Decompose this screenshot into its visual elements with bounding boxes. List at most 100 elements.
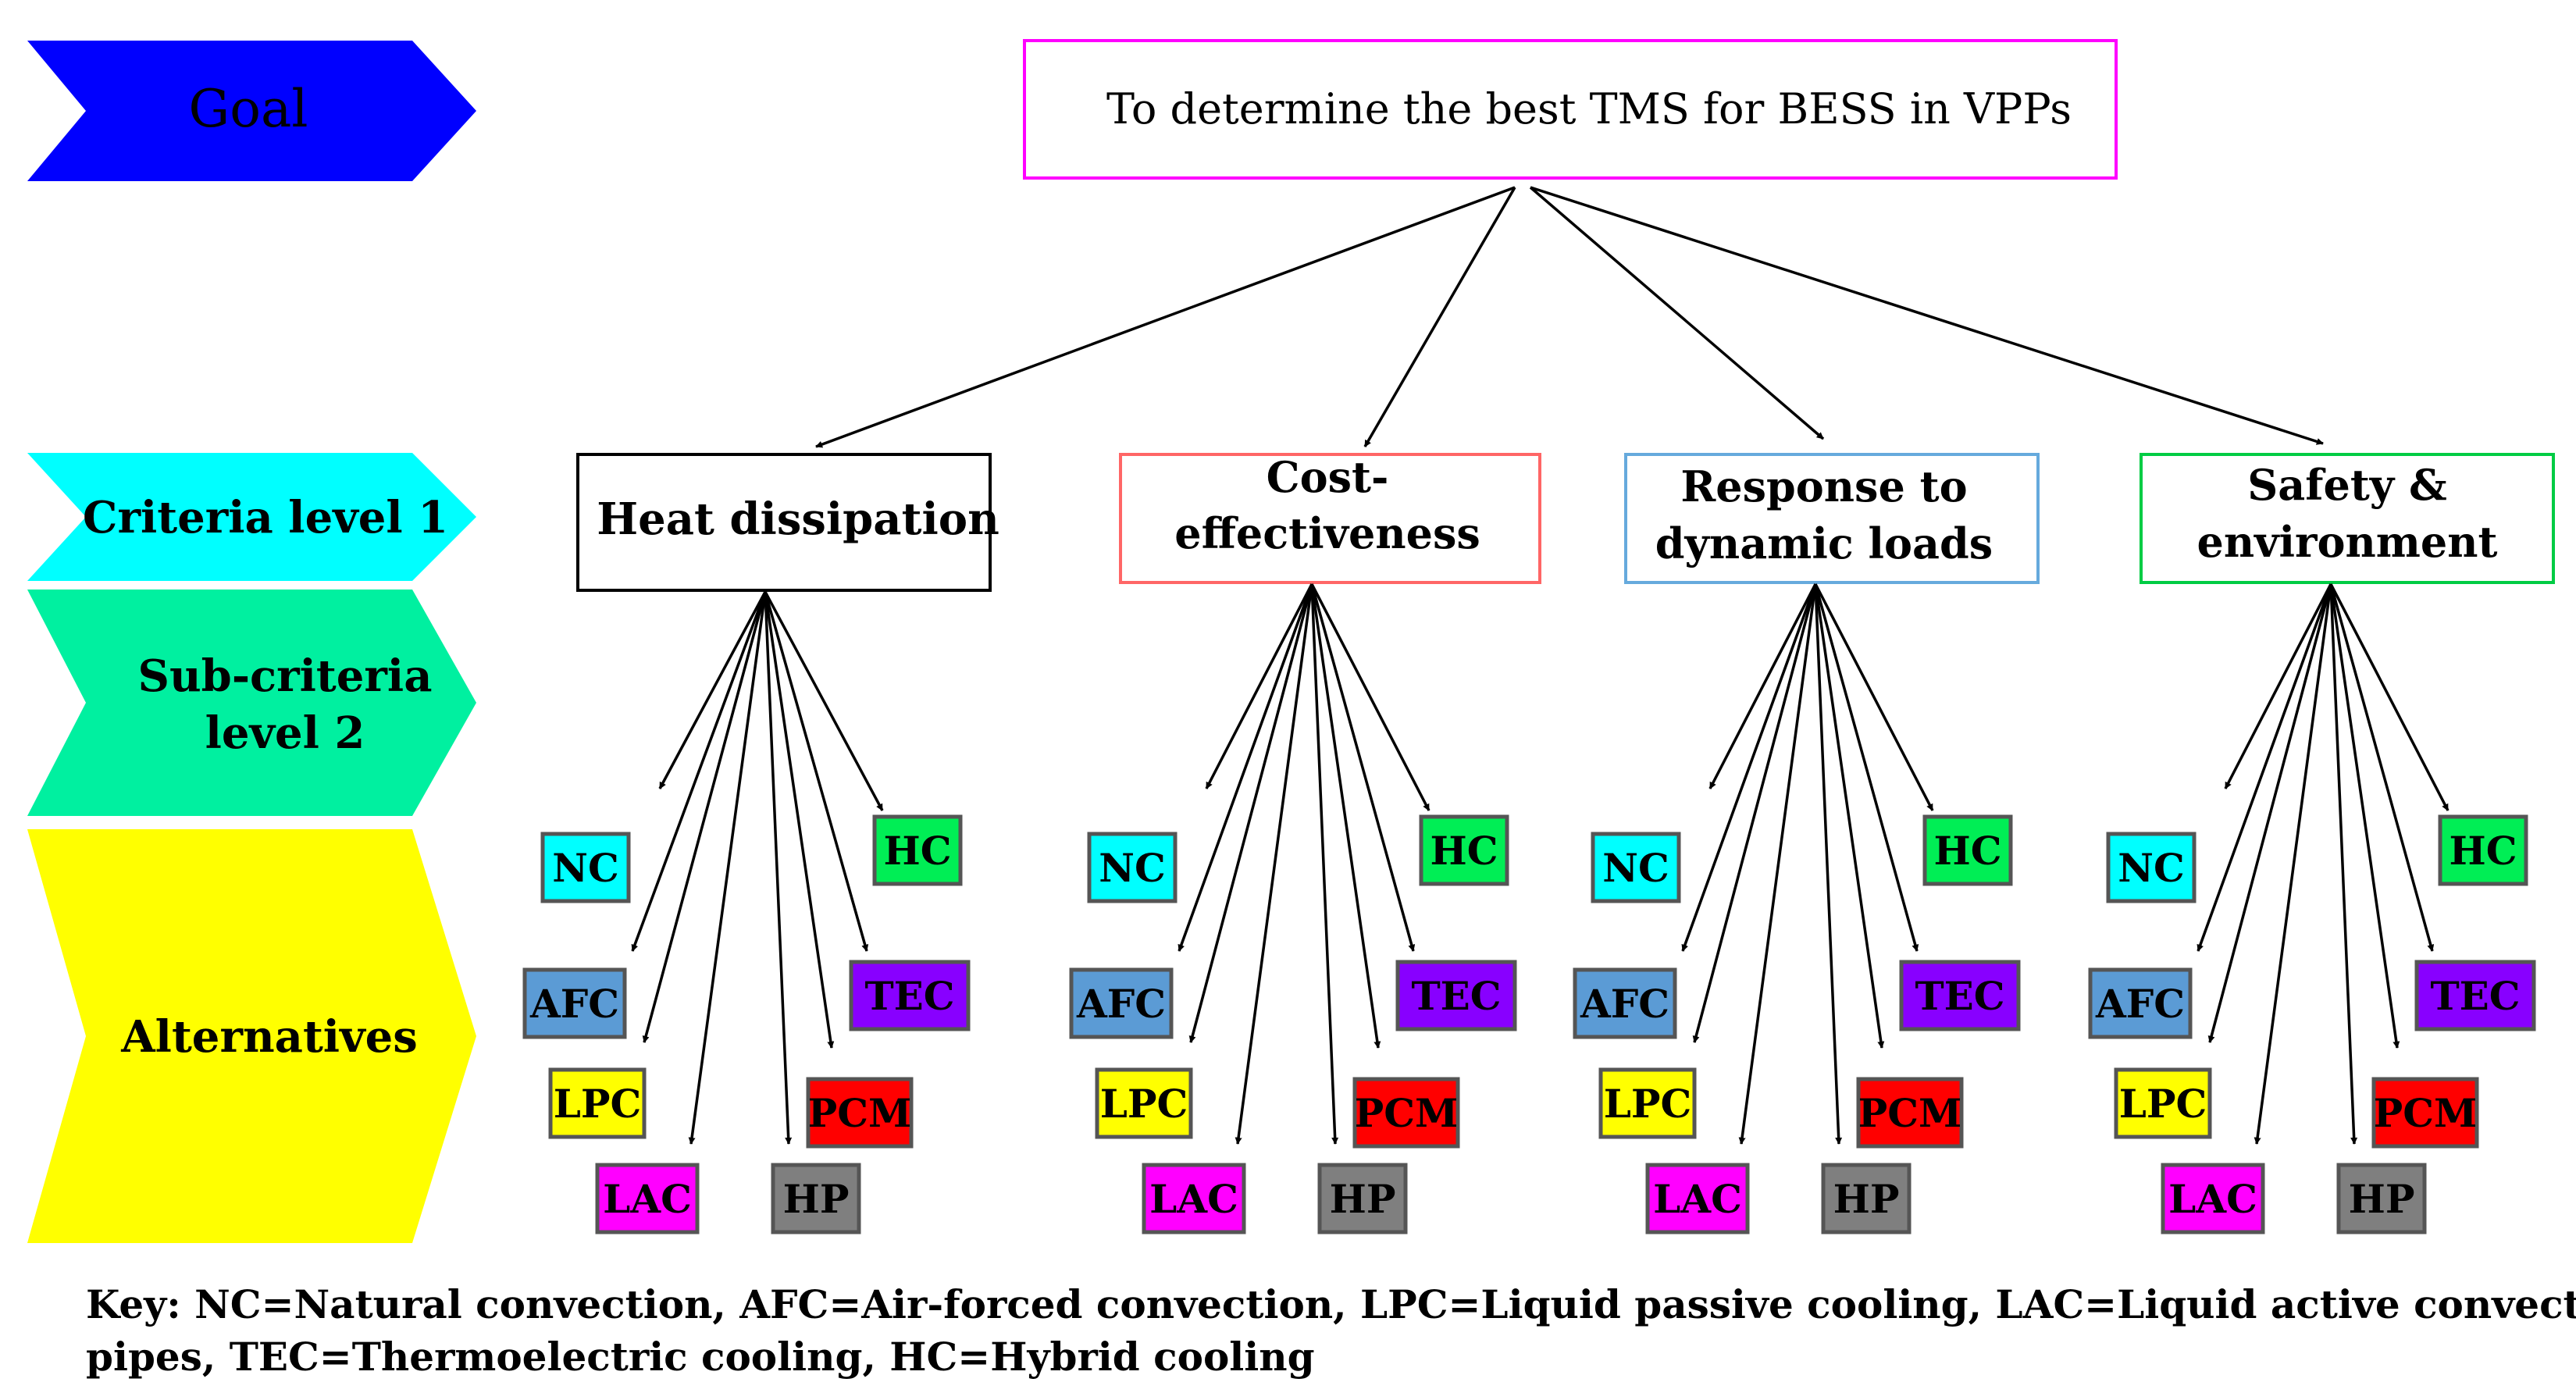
arrow-cost-hc bbox=[1310, 583, 1431, 811]
alt-box-cost-tec bbox=[1395, 960, 1517, 1031]
arrow-safety-lac bbox=[2254, 583, 2332, 1145]
level-goal: Goal bbox=[27, 41, 476, 181]
arrow-heat-afc bbox=[631, 591, 767, 952]
alt-box-response-lpc bbox=[1598, 1067, 1697, 1139]
alt-label-heat-nc: NC bbox=[552, 845, 619, 891]
criteria-label: Criteria level 1 bbox=[83, 492, 448, 543]
arrow-safety-lpc bbox=[2207, 583, 2332, 1043]
arrow-safety-afc bbox=[2197, 583, 2332, 952]
alt-label-safety-hp: HP bbox=[2349, 1176, 2415, 1222]
arrow-response-lac bbox=[1738, 583, 1817, 1145]
subcriteria-label-line2: level 2 bbox=[205, 707, 365, 759]
alt-box-cost-afc bbox=[1069, 967, 1174, 1039]
arrow-heat-lac bbox=[688, 591, 767, 1145]
alt-box-safety-pcm bbox=[2371, 1077, 2479, 1149]
alt-box-response-pcm bbox=[1856, 1077, 1964, 1149]
alt-label-safety-lac: LAC bbox=[2168, 1176, 2257, 1222]
alt-box-heat-pcm bbox=[806, 1077, 914, 1149]
alt-box-safety-nc bbox=[2106, 832, 2197, 903]
arrow-cost-tec bbox=[1310, 583, 1416, 952]
alt-label-safety-tec: TEC bbox=[2430, 973, 2520, 1019]
alt-label-response-pcm: PCM bbox=[1858, 1090, 1962, 1136]
arrow-heat-lpc bbox=[642, 591, 767, 1043]
criteria-safety-line2: environment bbox=[2197, 517, 2498, 567]
alt-label-safety-nc: NC bbox=[2118, 845, 2185, 891]
level-alternatives: Alternatives bbox=[27, 829, 476, 1243]
criteria-safety-line1: Safety & bbox=[2247, 460, 2446, 510]
arrow-heat-nc bbox=[658, 591, 767, 789]
level-criteria: Criteria level 1 bbox=[27, 453, 476, 581]
goal-arrow-cost bbox=[1363, 187, 1516, 447]
alt-label-cost-nc: NC bbox=[1099, 845, 1166, 891]
goal-arrow-response bbox=[1529, 186, 1825, 440]
subcriteria-label-line1: Sub-criteria bbox=[138, 650, 433, 702]
arrow-heat-pcm bbox=[764, 591, 835, 1049]
alt-box-safety-tec bbox=[2414, 960, 2536, 1031]
criteria-box-cost: Cost- effectiveness bbox=[1119, 452, 1541, 584]
arrow-cost-lpc bbox=[1188, 583, 1313, 1043]
criteria-box-heat: Heat dissipation bbox=[576, 453, 999, 592]
subcriteria-chevron bbox=[27, 590, 476, 816]
alt-label-heat-hc: HC bbox=[883, 828, 951, 874]
criteria-box-safety: Safety & environment bbox=[2140, 453, 2555, 584]
alt-label-cost-hc: HC bbox=[1430, 828, 1498, 874]
arrow-response-afc bbox=[1681, 583, 1817, 952]
arrow-safety-hp bbox=[2329, 583, 2358, 1145]
alt-box-cost-hc bbox=[1419, 814, 1509, 886]
alt-label-response-lpc: LPC bbox=[1604, 1081, 1692, 1127]
alt-label-safety-lpc: LPC bbox=[2119, 1081, 2207, 1127]
goal-chevron bbox=[27, 41, 476, 181]
alt-label-cost-hp: HP bbox=[1330, 1176, 1396, 1222]
key-line1: Key: NC=Natural convection, AFC=Air-forc… bbox=[86, 1281, 2576, 1327]
alt-box-safety-afc bbox=[2088, 967, 2193, 1039]
arrow-response-pcm bbox=[1814, 583, 1885, 1049]
arrow-response-nc bbox=[1708, 583, 1817, 789]
alt-label-heat-afc: AFC bbox=[529, 981, 619, 1027]
alt-label-safety-hc: HC bbox=[2449, 828, 2517, 874]
alt-box-heat-lac bbox=[595, 1163, 700, 1234]
alt-box-heat-nc bbox=[540, 832, 631, 903]
arrow-heat-tec bbox=[764, 591, 869, 952]
criteria-cost-line2: effectiveness bbox=[1174, 508, 1480, 558]
alt-box-response-tec bbox=[1899, 960, 2021, 1031]
alt-label-cost-afc: AFC bbox=[1076, 981, 1166, 1027]
alt-label-cost-pcm: PCM bbox=[1355, 1090, 1459, 1136]
alt-box-cost-pcm bbox=[1352, 1077, 1460, 1149]
arrow-response-hp bbox=[1814, 583, 1843, 1145]
arrow-heat-hc bbox=[764, 591, 884, 811]
level-subcriteria: Sub-criteria level 2 bbox=[27, 590, 476, 816]
alt-label-cost-lpc: LPC bbox=[1100, 1081, 1188, 1127]
goal-box: To determine the best TMS for BESS in VP… bbox=[1023, 39, 2118, 180]
alt-label-response-hp: HP bbox=[1833, 1176, 1900, 1222]
alt-label-heat-pcm: PCM bbox=[808, 1090, 912, 1136]
key-line2: pipes, TEC=Thermoelectric cooling, HC=Hy… bbox=[86, 1334, 1315, 1380]
criteria-cost-line1: Cost- bbox=[1267, 452, 1389, 502]
alt-box-safety-hp bbox=[2336, 1163, 2427, 1234]
goal-arrow-safety bbox=[1530, 186, 2324, 445]
alt-box-safety-lpc bbox=[2114, 1067, 2212, 1139]
alt-box-heat-hc bbox=[872, 814, 963, 886]
alt-box-cost-hp bbox=[1317, 1163, 1408, 1234]
arrow-cost-nc bbox=[1205, 583, 1313, 789]
arrow-cost-pcm bbox=[1310, 583, 1381, 1049]
alt-box-cost-lac bbox=[1142, 1163, 1246, 1234]
alt-box-cost-nc bbox=[1087, 832, 1178, 903]
arrow-response-lpc bbox=[1692, 583, 1817, 1043]
alt-label-heat-lac: LAC bbox=[603, 1176, 692, 1222]
arrow-response-hc bbox=[1814, 583, 1934, 811]
alternatives-chevron bbox=[27, 829, 476, 1243]
alt-box-safety-hc bbox=[2438, 814, 2528, 886]
criteria-box-response: Response to dynamic loads bbox=[1624, 453, 2040, 584]
alt-label-safety-pcm: PCM bbox=[2374, 1090, 2478, 1136]
alt-label-cost-lac: LAC bbox=[1149, 1176, 1238, 1222]
alt-label-response-lac: LAC bbox=[1653, 1176, 1742, 1222]
alt-box-cost-lpc bbox=[1095, 1067, 1193, 1139]
arrow-safety-pcm bbox=[2329, 583, 2400, 1049]
arrow-safety-nc bbox=[2224, 583, 2332, 789]
arrow-safety-hc bbox=[2329, 583, 2450, 811]
goal-label: Goal bbox=[189, 79, 308, 139]
